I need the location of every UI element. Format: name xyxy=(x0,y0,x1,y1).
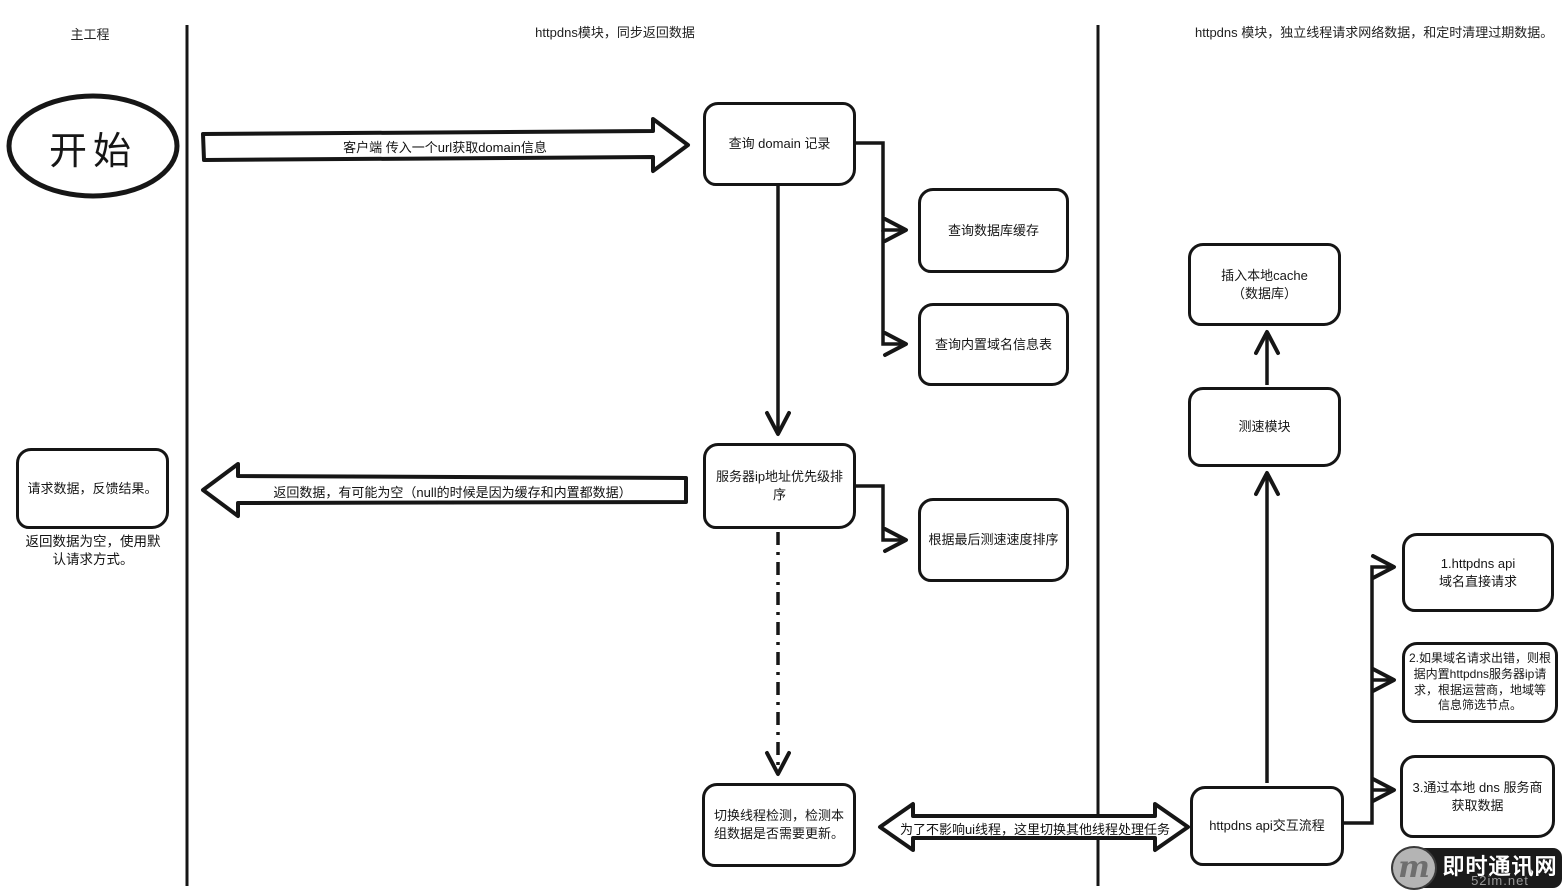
node-api-step2: 2.如果域名请求出错，则根据内置httpdns服务器ip请求，根据运营商，地域等… xyxy=(1402,642,1558,723)
edge-apiflow-step1 xyxy=(1344,554,1396,825)
node-query-builtin-table: 查询内置域名信息表 xyxy=(918,303,1069,386)
node-api-step3-line2: 获取数据 xyxy=(1451,797,1504,813)
edge-label-client-request: 客户端 传入一个url获取domain信息 xyxy=(343,140,547,155)
edge-ipsort-speedsort xyxy=(856,484,908,553)
edge-querydomain-dbcache xyxy=(856,141,908,243)
node-httpdns-api-flow: httpdns api交互流程 xyxy=(1190,786,1344,866)
node-insert-local-cache-line2: （数据库） xyxy=(1231,285,1297,301)
node-speed-test-module: 测速模块 xyxy=(1188,387,1341,467)
node-query-db-cache: 查询数据库缓存 xyxy=(918,188,1069,273)
node-insert-local-cache: 插入本地cache （数据库） xyxy=(1188,243,1341,326)
watermark-logo-letter: m xyxy=(1398,850,1430,885)
start-node: 开始 xyxy=(48,130,137,173)
node-insert-local-cache-line1: 插入本地cache xyxy=(1221,267,1308,283)
node-api-step3-line1: 3.通过本地 dns 服务商 xyxy=(1412,779,1543,795)
edge-label-thread-switch: 为了不影响ui线程，这里切换其他线程处理任务 xyxy=(899,822,1171,837)
watermark-site-url: 52im.net xyxy=(1471,873,1529,888)
block-arrow-thread-switch xyxy=(878,802,1190,852)
watermark-logo-icon: m xyxy=(1391,846,1437,890)
node-request-feedback: 请求数据，反馈结果。 xyxy=(16,448,169,529)
start-ellipse xyxy=(6,93,180,199)
lane-title-main-project: 主工程 xyxy=(70,27,110,42)
node-sort-by-last-speed: 根据最后测速速度排序 xyxy=(918,498,1069,582)
node-api-step1-line1: 1.httpdns api xyxy=(1440,555,1516,571)
node-ip-priority-sort: 服务器ip地址优先级排序 xyxy=(703,443,856,529)
node-api-step3: 3.通过本地 dns 服务商 获取数据 xyxy=(1400,755,1555,838)
node-api-step1-line2: 域名直接请求 xyxy=(1438,573,1517,589)
block-arrow-client-request xyxy=(201,117,690,173)
node-api-step1: 1.httpdns api 域名直接请求 xyxy=(1402,533,1554,612)
node-switch-thread-check: 切换线程检测，检测本组数据是否需要更新。 xyxy=(702,783,856,867)
watermark-site-name: 即时通讯网 xyxy=(1442,854,1558,879)
block-arrow-return-data xyxy=(201,462,688,518)
edge-label-return-data: 返回数据，有可能为空（null的时候是因为缓存和内置都数据） xyxy=(273,485,632,500)
edge-querydomain-builtin xyxy=(881,230,908,357)
node-query-domain: 查询 domain 记录 xyxy=(703,102,856,186)
watermark: 即时通讯网 52im.net m xyxy=(1391,844,1562,890)
lane-title-httpdns-sync: httpdns模块，同步返回数据 xyxy=(535,25,695,40)
lane-title-httpdns-async: httpdns 模块，独立线程请求网络数据，和定时清理过期数据。 xyxy=(1195,25,1554,40)
note-empty-fallback: 返回数据为空，使用默认请求方式。 xyxy=(25,534,161,567)
